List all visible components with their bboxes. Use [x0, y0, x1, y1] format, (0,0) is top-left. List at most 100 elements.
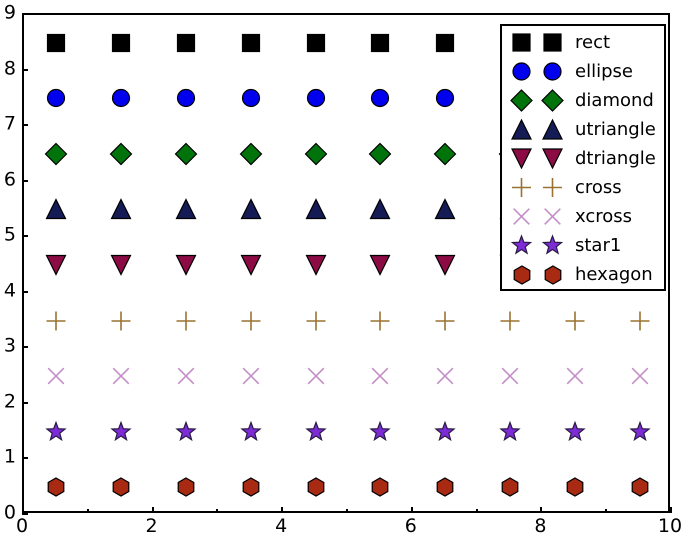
data-point-xcross	[369, 365, 392, 388]
y-tick	[22, 346, 28, 349]
legend-item-utriangle[interactable]: utriangle	[502, 115, 664, 144]
legend-marker-icon	[506, 118, 537, 141]
x-tick	[540, 507, 543, 513]
data-point-cross	[369, 309, 392, 332]
legend-item-cross[interactable]: cross	[502, 173, 664, 202]
legend-item-rect[interactable]: rect	[502, 28, 664, 57]
data-point-star1	[304, 420, 327, 443]
legend-marker-icon	[537, 234, 568, 257]
data-point-rect	[240, 32, 261, 53]
data-point-cross	[628, 309, 651, 332]
data-point-xcross	[563, 365, 586, 388]
data-point-dtriangle	[304, 254, 327, 277]
legend-label: dtriangle	[575, 147, 656, 169]
data-point-hexagon	[564, 476, 586, 498]
x-tick	[670, 507, 672, 513]
legend-label: ellipse	[575, 60, 633, 82]
legend-marker-icon	[537, 61, 568, 82]
legend-label: xcross	[575, 205, 633, 227]
x-tick	[281, 507, 284, 513]
data-point-hexagon	[499, 476, 521, 498]
data-point-xcross	[45, 365, 68, 388]
x-tick	[151, 507, 154, 513]
data-point-hexagon	[434, 476, 456, 498]
data-point-xcross	[304, 365, 327, 388]
data-point-cross	[304, 309, 327, 332]
data-point-utriangle	[369, 198, 392, 221]
x-tick	[410, 507, 413, 513]
data-point-cross	[499, 309, 522, 332]
data-point-diamond	[109, 141, 134, 166]
data-point-dtriangle	[175, 254, 198, 277]
legend-marker-icon	[506, 147, 537, 170]
y-tick	[22, 457, 28, 460]
data-point-dtriangle	[239, 254, 262, 277]
y-tick-label: 9	[3, 1, 16, 24]
legend-label: cross	[575, 176, 622, 198]
data-point-hexagon	[110, 476, 132, 498]
data-point-utriangle	[110, 198, 133, 221]
data-point-star1	[369, 420, 392, 443]
y-tick	[22, 235, 28, 238]
x-tick	[22, 507, 24, 513]
x-tick-label: 2	[145, 515, 158, 537]
data-point-rect	[46, 32, 67, 53]
legend-item-ellipse[interactable]: ellipse	[502, 57, 664, 86]
data-point-dtriangle	[110, 254, 133, 277]
legend-item-diamond[interactable]: diamond	[502, 86, 664, 115]
legend-marker-icon	[506, 32, 537, 53]
data-point-xcross	[434, 365, 457, 388]
x-tick-label: 10	[657, 515, 683, 537]
data-point-rect	[370, 32, 391, 53]
data-point-dtriangle	[434, 254, 457, 277]
data-point-xcross	[499, 365, 522, 388]
legend-marker-icon	[537, 264, 568, 286]
legend-item-hexagon[interactable]: hexagon	[502, 260, 664, 289]
data-point-diamond	[433, 141, 458, 166]
legend-marker-icon	[506, 264, 537, 286]
data-point-diamond	[303, 141, 328, 166]
data-point-cross	[239, 309, 262, 332]
x-tick-label: 4	[275, 515, 288, 537]
data-point-cross	[434, 309, 457, 332]
data-point-diamond	[368, 141, 393, 166]
data-point-utriangle	[239, 198, 262, 221]
data-point-star1	[175, 420, 198, 443]
data-point-hexagon	[240, 476, 262, 498]
legend-marker-icon	[537, 147, 568, 170]
y-tick	[22, 124, 28, 127]
y-tick	[22, 290, 28, 293]
data-point-cross	[175, 309, 198, 332]
data-point-diamond	[238, 141, 263, 166]
data-point-utriangle	[434, 198, 457, 221]
legend-item-dtriangle[interactable]: dtriangle	[502, 144, 664, 173]
data-point-ellipse	[370, 88, 391, 109]
y-tick	[22, 401, 28, 404]
legend-marker-icon	[537, 205, 568, 228]
x-tick-label: 8	[534, 515, 547, 537]
data-point-utriangle	[304, 198, 327, 221]
x-minor-tick	[605, 509, 608, 513]
y-tick-label: 2	[3, 390, 16, 413]
data-point-ellipse	[240, 88, 261, 109]
x-minor-tick	[346, 509, 348, 513]
legend-marker-icon	[506, 176, 537, 199]
data-point-cross	[45, 309, 68, 332]
data-point-xcross	[175, 365, 198, 388]
data-point-cross	[110, 309, 133, 332]
data-point-hexagon	[629, 476, 651, 498]
x-minor-tick	[216, 509, 219, 513]
data-point-diamond	[44, 141, 69, 166]
data-point-star1	[499, 420, 522, 443]
legend-label: star1	[575, 234, 622, 256]
data-point-ellipse	[111, 88, 132, 109]
data-point-xcross	[110, 365, 133, 388]
data-point-rect	[111, 32, 132, 53]
x-minor-tick	[86, 509, 89, 513]
legend-item-xcross[interactable]: xcross	[502, 202, 664, 231]
data-point-star1	[239, 420, 262, 443]
y-tick-label: 4	[3, 279, 16, 302]
legend-item-star1[interactable]: star1	[502, 231, 664, 260]
